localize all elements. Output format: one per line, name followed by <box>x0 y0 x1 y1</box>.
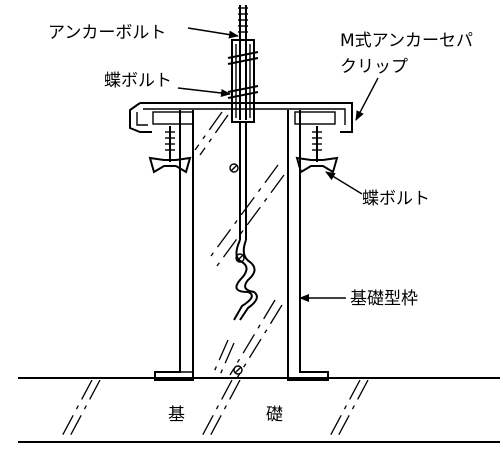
wing-bolt-left <box>148 126 192 174</box>
anchor-bolt <box>227 5 259 321</box>
label-wing-bolt-right: 蝶ボルト <box>362 189 430 209</box>
formwork-right <box>287 110 329 381</box>
label-wing-bolt-top: 蝶ボルト <box>104 71 172 91</box>
foundation-ground <box>18 377 500 443</box>
label-anchor-bolt: アンカーボルト <box>48 23 166 43</box>
label-m-clip-line1: M式アンカーセパ <box>340 31 473 51</box>
bolt-marks <box>229 163 245 375</box>
label-m-clip-line2: クリップ <box>340 57 408 77</box>
label-foundation-1: 基 <box>168 405 185 425</box>
formwork-left <box>154 110 194 381</box>
label-foundation-2: 礎 <box>266 405 283 425</box>
wing-bolt-right <box>295 126 339 174</box>
leader-lines <box>177 27 379 302</box>
label-formwork: 基礎型枠 <box>350 289 418 309</box>
formwork-hatching <box>194 111 285 379</box>
